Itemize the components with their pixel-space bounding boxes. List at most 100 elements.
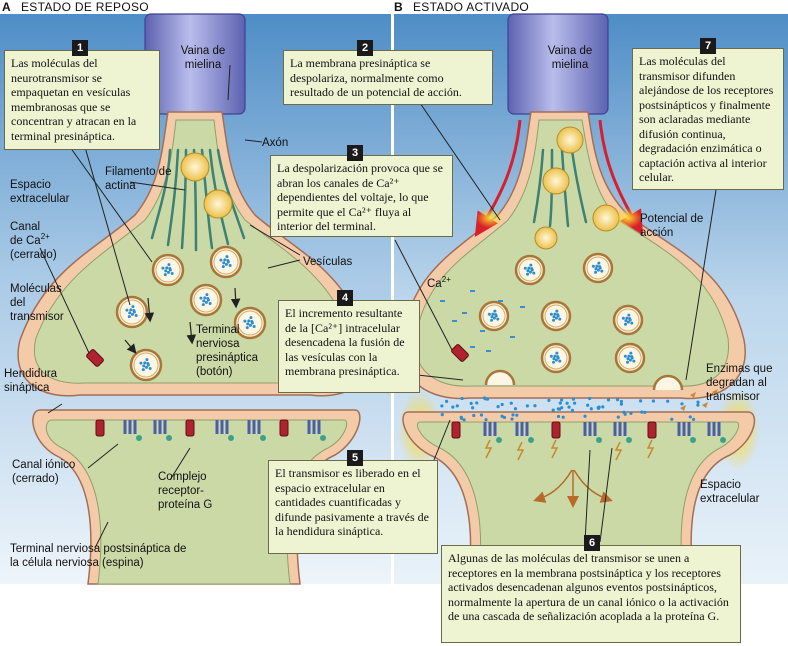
signal-bolt (614, 441, 623, 461)
ion-channel (647, 421, 657, 439)
transmitter-dot (249, 316, 253, 320)
postsynaptic-receptors (95, 419, 326, 441)
g-protein (136, 435, 142, 441)
transmitter-dot (161, 266, 165, 270)
transmitter-molecule (696, 403, 700, 407)
vesicle-arrows (124, 287, 241, 354)
transmitter-dot (148, 366, 152, 370)
enzyme (680, 405, 686, 411)
transmitter-dot (168, 266, 172, 270)
transmitter-dot (205, 293, 209, 297)
transmitter-dot (530, 267, 534, 271)
ion-channel (551, 421, 561, 439)
vesicle-lumen (482, 304, 506, 328)
transmitter-molecule (547, 398, 551, 402)
label-g-protein-complex: Complejo receptor-proteína G (158, 471, 213, 511)
depolarization-glow (476, 208, 504, 228)
transmitter-dot (552, 360, 556, 364)
label-extracellular-space-a: Espacio extracelular (10, 179, 70, 205)
transmitter-dot (595, 264, 599, 268)
signal-bolts (484, 439, 655, 461)
transmitter-dot (596, 268, 600, 272)
transmitter-molecule (666, 399, 670, 403)
vesicle (540, 300, 572, 332)
label-myelin-sheath: Vaina de mielina (180, 45, 226, 71)
vesicle-large (556, 126, 584, 154)
transmitter-molecule (440, 404, 444, 408)
transmitter-dot (628, 358, 632, 362)
transmitter-molecule (567, 405, 571, 409)
g-protein-receptor (123, 420, 142, 441)
g-protein (626, 437, 632, 443)
transmitter-dot (628, 317, 632, 321)
transmitter-dot (134, 313, 138, 317)
receptor-helices (123, 420, 137, 434)
transmitter-dot (554, 358, 558, 362)
transmitter-dot (496, 317, 500, 321)
transmitter-molecule (460, 396, 464, 401)
transmitter-molecule (691, 417, 696, 421)
vesicle (582, 252, 614, 284)
transmitter-molecule (525, 404, 529, 408)
g-protein (320, 435, 326, 441)
transmitter-molecule (561, 415, 565, 419)
vesicle (189, 283, 223, 317)
transmitter-dot (558, 317, 562, 321)
transmitter-dot (529, 263, 533, 267)
transmitter-dot (490, 318, 494, 322)
transmitter-dot (494, 313, 498, 317)
transmitter-dot (167, 263, 171, 267)
receptor-helices (515, 422, 529, 436)
g-protein-receptor (483, 422, 502, 443)
transmitter-dot (630, 355, 634, 359)
callout-1-number: 1 (72, 40, 88, 56)
transmitter-dot (226, 258, 230, 262)
calcium-ion (486, 350, 491, 352)
label-myelin-sheath-b: Vaina de mielina (547, 45, 593, 71)
transmitter-molecule (479, 413, 484, 417)
transmitter-molecule (510, 417, 514, 421)
transmitter-dot (127, 315, 131, 319)
transmitter-dot (208, 301, 212, 305)
g-protein-receptor (613, 422, 632, 443)
transmitter-molecule (556, 407, 560, 411)
vesicle-lumen (133, 352, 159, 378)
signal-bolt (484, 439, 493, 459)
callout-5: El transmisor es liberado en el espacio … (268, 460, 438, 554)
signal-arrow (533, 469, 573, 503)
fusing-vesicle (484, 369, 516, 386)
transmitter-molecule (455, 404, 459, 408)
transmitter-molecule (500, 414, 504, 418)
signal-bolt (550, 439, 559, 459)
transmitter-dot (248, 323, 252, 327)
transmitter-molecule (615, 398, 620, 402)
calcium-ion (470, 346, 475, 348)
transmitter-molecule (588, 396, 592, 401)
callout-2-number: 2 (357, 40, 373, 56)
g-protein-receptor (247, 420, 266, 441)
vesicle (478, 300, 510, 332)
transmitter-dot (139, 361, 143, 365)
receptor-helices (153, 420, 167, 434)
transmitter-dot (245, 326, 249, 330)
panel-b-title-text: ESTADO ACTIVADO (412, 0, 530, 14)
transmitter-dot (145, 358, 149, 362)
transmitter-dot (552, 357, 556, 361)
vesicle-lumen (193, 287, 219, 313)
transmitter-dot (228, 263, 232, 267)
label-calcium-channel-1: Canal (10, 221, 41, 233)
vesicle-large (180, 152, 210, 182)
callout-5-number: 5 (347, 450, 363, 466)
calcium-ion (440, 300, 445, 302)
transmitter-dot (252, 324, 256, 328)
transmitter-molecule (597, 406, 601, 410)
transmitter-dot (250, 319, 254, 323)
transmitter-molecule (500, 402, 504, 407)
transmitter-dot (624, 319, 628, 323)
vesicle (115, 295, 149, 329)
callout-6: Algunas de las moléculas del transmisor … (441, 545, 741, 643)
transmitter-dot (523, 266, 527, 270)
transmitter-molecule (571, 397, 575, 401)
vesicle-lumen (544, 346, 568, 370)
